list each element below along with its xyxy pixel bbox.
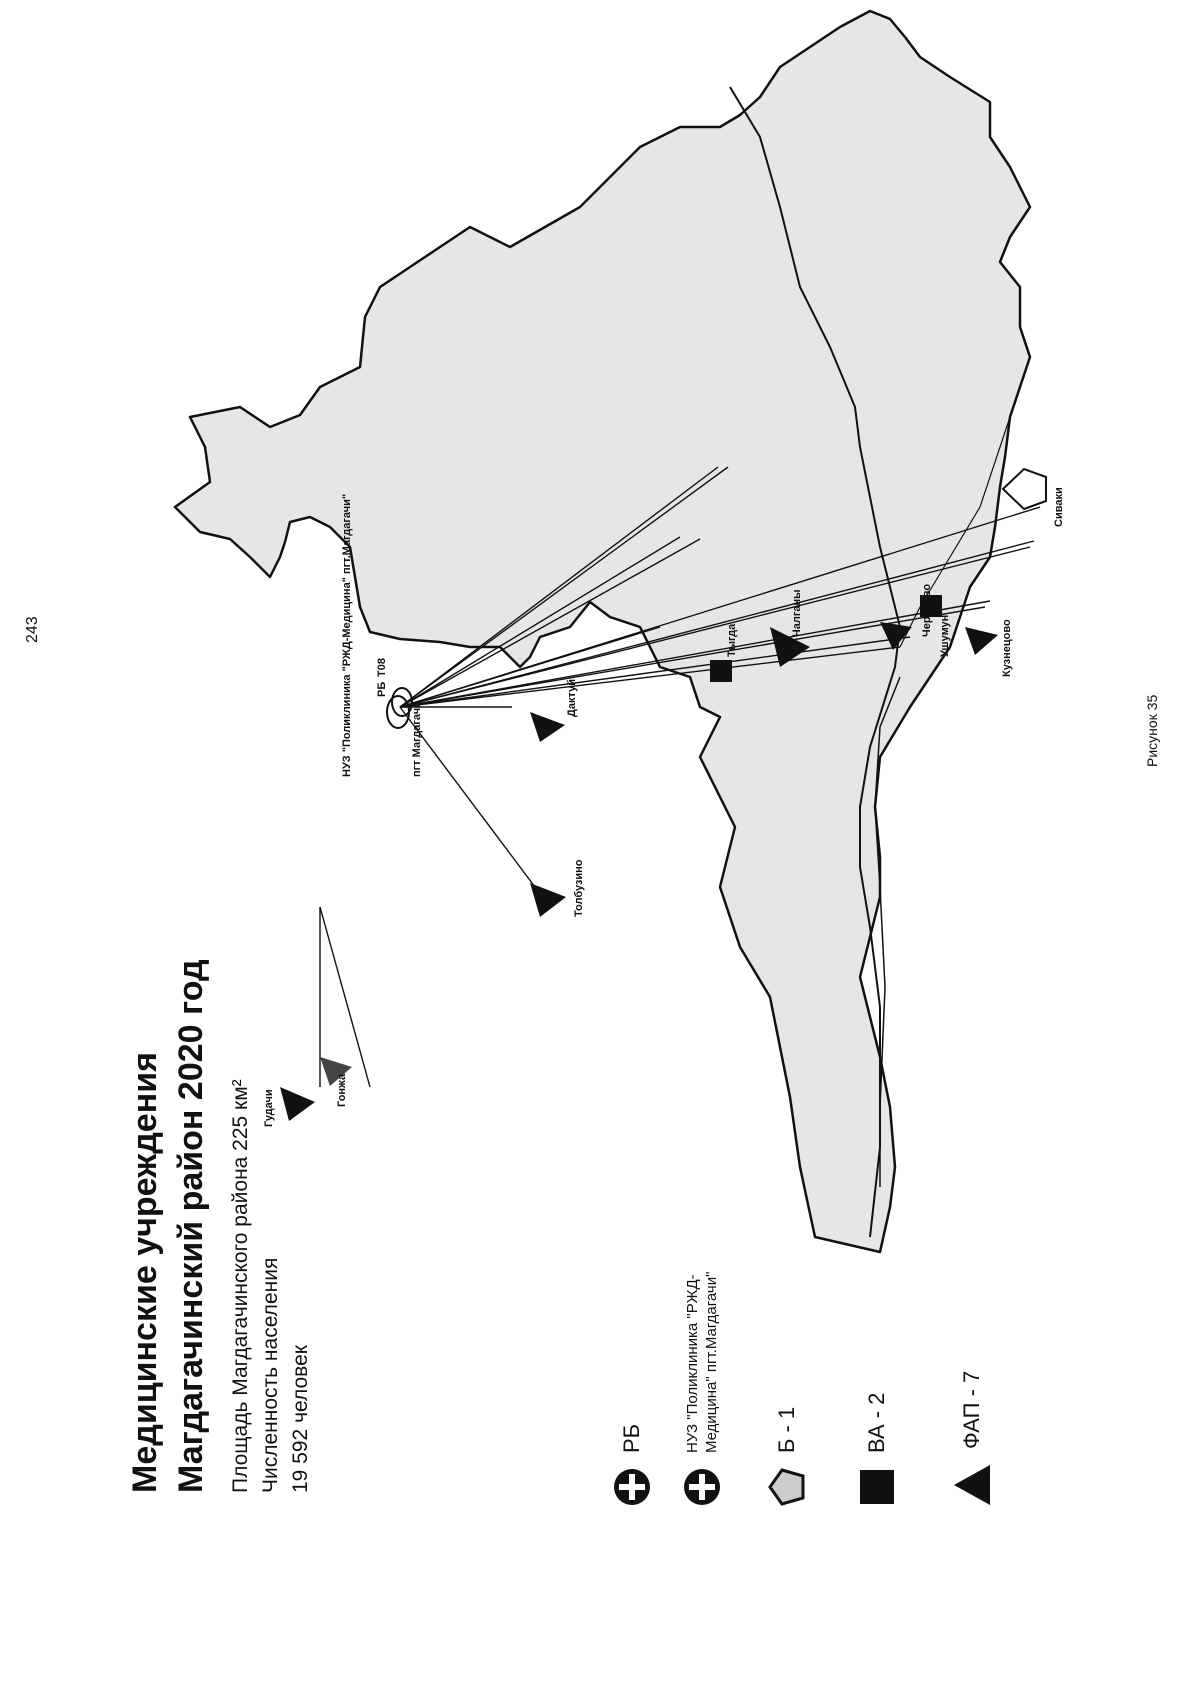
place-sivaki: Сиваки xyxy=(1053,487,1065,527)
place-chernyaevo: Черняево xyxy=(921,584,933,637)
hospital-pentagon-marker xyxy=(1001,467,1047,511)
fap-markers xyxy=(280,622,998,1121)
place-chalgany: Чалганы xyxy=(791,589,803,637)
center-note: НУЗ "Поликлиника "РЖД-Медицина" пгт.Магд… xyxy=(341,494,353,777)
fap-chernyaevo xyxy=(880,622,912,650)
place-tolbuzino: Толбузино xyxy=(573,859,585,917)
map-legend: РБ НУЗ "Поликлиника "РЖД-Медицина" пгт.М… xyxy=(612,1207,1172,1507)
legend-item-b: Б - 1 xyxy=(767,1407,807,1507)
fap-gonzha xyxy=(320,1057,352,1086)
cross-circle-icon xyxy=(684,1469,720,1505)
pentagon-icon xyxy=(768,1468,805,1506)
place-ushumun: Ушумун xyxy=(939,615,951,657)
legend-item-rb: РБ xyxy=(612,1424,652,1507)
legend-item-va: ВА - 2 xyxy=(857,1393,897,1507)
cross-circle-icon xyxy=(614,1469,650,1505)
railway-line xyxy=(729,86,902,1238)
fap-gudachi xyxy=(280,1087,315,1121)
legend-label-nuz: НУЗ "Поликлиника "РЖД-Медицина" пгт.Магд… xyxy=(684,1271,720,1453)
place-kuznetsovo: Кузнецово xyxy=(1001,619,1013,677)
legend-label-b: Б - 1 xyxy=(774,1406,799,1453)
fap-chalgany xyxy=(770,627,810,667)
fap-tolbuzino xyxy=(530,883,566,917)
figure-caption: Рисунок 35 xyxy=(1144,694,1160,767)
center-code-road: Т08 xyxy=(376,658,388,677)
va-marker-ushumun xyxy=(920,595,942,617)
square-icon xyxy=(860,1470,894,1504)
rb-marker xyxy=(386,687,413,729)
place-gonzha: Гонжа xyxy=(336,1073,348,1107)
legend-label-va: ВА - 2 xyxy=(864,1392,889,1453)
legend-item-fap: ФАП - 7 xyxy=(952,1371,992,1507)
fap-kuznetsovo xyxy=(965,627,998,655)
legend-label-rb: РБ xyxy=(619,1423,644,1453)
place-gudachi: Гудачи xyxy=(263,1089,275,1127)
va-marker-tygda xyxy=(710,660,732,682)
triangle-icon xyxy=(954,1465,990,1505)
center-label: пгт Магдагачи xyxy=(411,701,423,777)
center-code-rb: РБ xyxy=(376,682,388,697)
place-tygda: Тыгда xyxy=(726,623,738,657)
place-daktuy: Дактуй xyxy=(566,679,578,717)
road-t08 xyxy=(874,676,901,1187)
fap-daktuy xyxy=(530,712,565,742)
legend-label-fap: ФАП - 7 xyxy=(959,1370,984,1449)
legend-item-nuz: НУЗ "Поликлиника "РЖД-Медицина" пгт.Магд… xyxy=(682,1223,722,1507)
